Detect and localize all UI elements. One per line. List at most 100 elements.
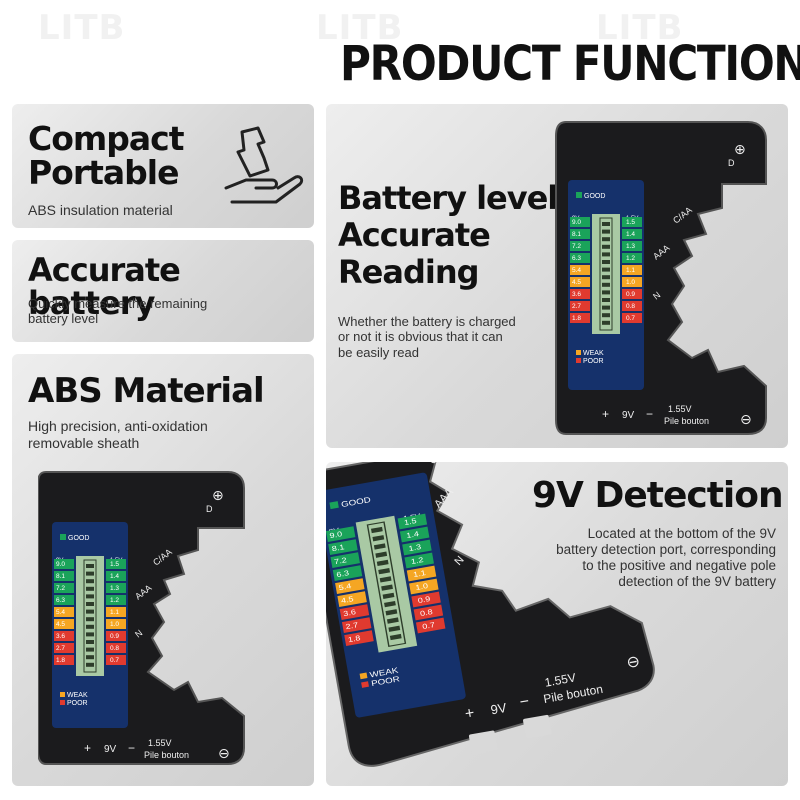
level-segment (86, 617, 94, 622)
card-accurate-battery: Accurate battery Quickly measure the rem… (12, 240, 314, 342)
lcd-scale: GOOD9V1.5V9.01.58.11.47.21.36.31.25.41.1… (326, 495, 446, 688)
scale-cell-9v (570, 253, 590, 263)
level-segment (382, 592, 395, 599)
level-segment (602, 305, 610, 310)
scale-value-9v: 6.3 (336, 569, 350, 579)
level-segment (86, 564, 94, 568)
scale-cell-9v (570, 289, 590, 299)
scale-cell-9v (570, 229, 590, 239)
scale-value-9v: 8.1 (56, 573, 65, 580)
scale-cell-9v (328, 539, 358, 555)
level-segment (381, 584, 393, 591)
scale-cell-1-5v (622, 277, 642, 287)
level-segment (602, 275, 610, 280)
scale-value-1-5v: 0.7 (626, 315, 635, 322)
card-description-line: or not it is obvious that it can (338, 329, 503, 345)
scale-value-9v: 3.6 (56, 633, 65, 640)
scale-value-1-5v: 1.0 (110, 621, 119, 628)
page-title: PRODUCT FUNCTION (340, 36, 800, 92)
scale-cell-1-5v (106, 571, 126, 581)
slot-label-d: D (728, 158, 735, 168)
scale-cell-1-5v (106, 655, 126, 665)
watermark: LITB (316, 8, 404, 48)
level-segment (370, 526, 383, 534)
level-segment (375, 551, 388, 558)
poor-indicator (576, 358, 581, 363)
card-description: Quickly measure the remaining battery le… (28, 296, 207, 327)
scale-cell-9v (54, 559, 74, 569)
weak-indicator (359, 672, 368, 680)
scale-value-1-5v: 1.4 (626, 231, 635, 238)
scale-value-9v: 5.4 (572, 267, 581, 274)
scale-cell-1-5v (106, 595, 126, 605)
level-segment (602, 244, 610, 249)
level-segment (384, 600, 396, 608)
plus-terminal-icon: ⊕ (212, 488, 224, 504)
card-description: Whether the battery is charged or not it… (338, 314, 516, 360)
scale-value-9v: 9.0 (329, 530, 343, 540)
bottom-9v: 9V (489, 700, 508, 718)
weak-indicator (576, 350, 581, 355)
scale-cell-9v (344, 630, 374, 646)
level-segment (86, 624, 94, 629)
scale-value-1-5v: 1.1 (110, 609, 119, 616)
scale-value-9v: 5.4 (56, 609, 65, 616)
scale-cell-1-5v (622, 301, 642, 311)
scale-cell-1-5v (404, 552, 434, 569)
card-title-line: Reading (338, 253, 479, 292)
level-segment (86, 640, 94, 644)
level-segment (602, 229, 610, 234)
bottom-pile-bouton: Pile bouton (144, 750, 189, 760)
level-bar-frame (599, 217, 613, 331)
scale-cell-9v (326, 526, 356, 542)
minus-terminal-icon: ⊖ (218, 746, 230, 762)
scale-value-9v: 2.7 (56, 645, 65, 652)
watermark: LITB (596, 8, 684, 48)
weak-label: WEAK (67, 692, 88, 699)
card-compact-portable: Compact Portable ABS insulation material (12, 104, 314, 228)
scale-value-9v: 4.5 (572, 279, 581, 286)
level-bar-frame (366, 521, 407, 647)
scale-cell-1-5v (622, 253, 642, 263)
level-segment (388, 625, 401, 632)
scale-cell-1-5v (409, 578, 439, 595)
bottom-1-55v: 1.55V (668, 404, 692, 414)
scale-value-1-5v: 1.4 (406, 530, 420, 540)
scale-cell-1-5v (106, 583, 126, 593)
scale-value-1-5v: 1.2 (626, 255, 635, 262)
scale-value-9v: 3.6 (572, 291, 581, 298)
card-description-line: be easily read (338, 344, 419, 360)
battery-tester-device: GOOD9V1.5V9.01.58.11.47.21.36.31.25.41.1… (38, 471, 245, 765)
scale-cell-1-5v (622, 241, 642, 251)
scale-cell-9v (54, 619, 74, 629)
level-segment (602, 260, 610, 264)
scale-cell-9v (570, 217, 590, 227)
level-segment (86, 647, 94, 652)
scale-cell-9v (337, 591, 367, 607)
good-indicator (329, 501, 339, 510)
slot-label-n: N (133, 628, 144, 640)
card-description-line: detection of the 9V battery (618, 573, 776, 589)
scale-value-1-5v: 1.1 (413, 569, 427, 579)
scale-value-1-5v: 0.8 (419, 608, 433, 618)
scale-value-9v: 8.1 (331, 543, 345, 553)
card-description: High precision, anti-oxidation removable… (28, 418, 208, 451)
scale-cell-9v (341, 617, 372, 633)
poor-label: POOR (67, 700, 88, 707)
scale-cell-9v (54, 607, 74, 617)
scale-value-1-5v: 1.5 (403, 517, 417, 527)
card-abs-material: ABS Material High precision, anti-oxidat… (12, 354, 314, 786)
lcd-scale: GOOD9V1.5V9.01.58.11.47.21.36.31.25.41.1… (54, 534, 126, 707)
good-label: GOOD (68, 535, 89, 542)
scale-cell-1-5v (413, 604, 444, 621)
level-segment (378, 568, 391, 575)
card-title: Accurate battery (28, 251, 181, 322)
scale-cell-9v (570, 301, 590, 311)
scale-cell-1-5v (106, 607, 126, 617)
card-title-line: Compact (28, 119, 185, 158)
bottom-plus: + (84, 741, 91, 755)
card-description-line: Whether the battery is charged (338, 314, 516, 329)
scale-cell-9v (330, 552, 360, 568)
bottom-pile-bouton: Pile bouton (664, 416, 709, 426)
scale-cell-1-5v (622, 289, 642, 299)
